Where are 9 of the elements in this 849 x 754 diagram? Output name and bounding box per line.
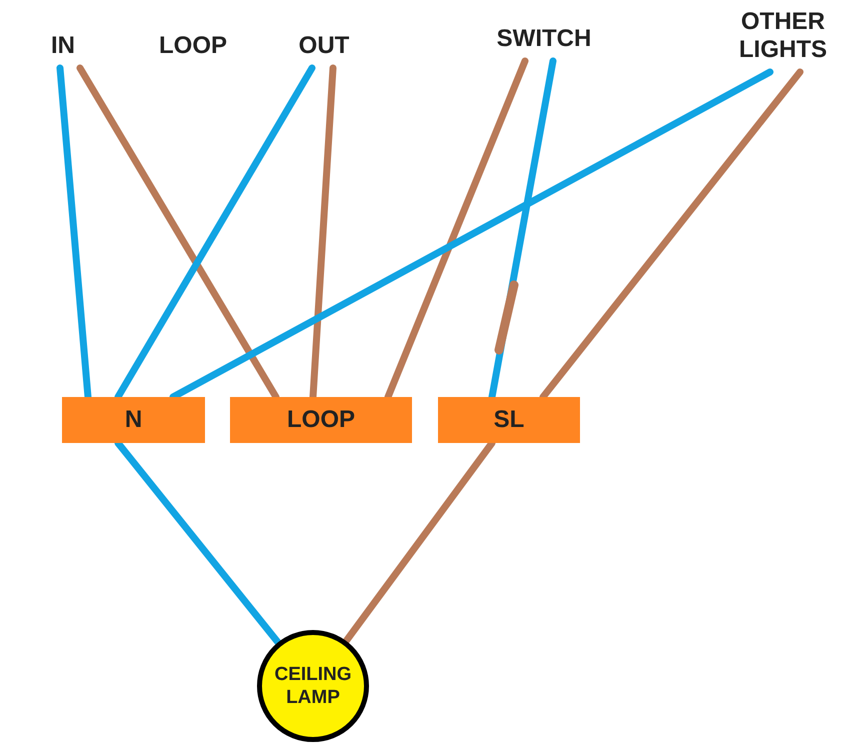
wire-label: LOOP [158, 31, 228, 61]
terminal-block: N [62, 397, 205, 443]
wire-label: IN [38, 30, 88, 62]
terminal-block: SL [438, 397, 580, 443]
terminal-block: LOOP [230, 397, 412, 443]
wire-label: SWITCH [482, 23, 606, 55]
wire-label: OTHER LIGHTS [728, 6, 838, 66]
ceiling-lamp-circle: CEILING LAMP [257, 630, 369, 742]
wire-label: OUT [288, 30, 360, 62]
